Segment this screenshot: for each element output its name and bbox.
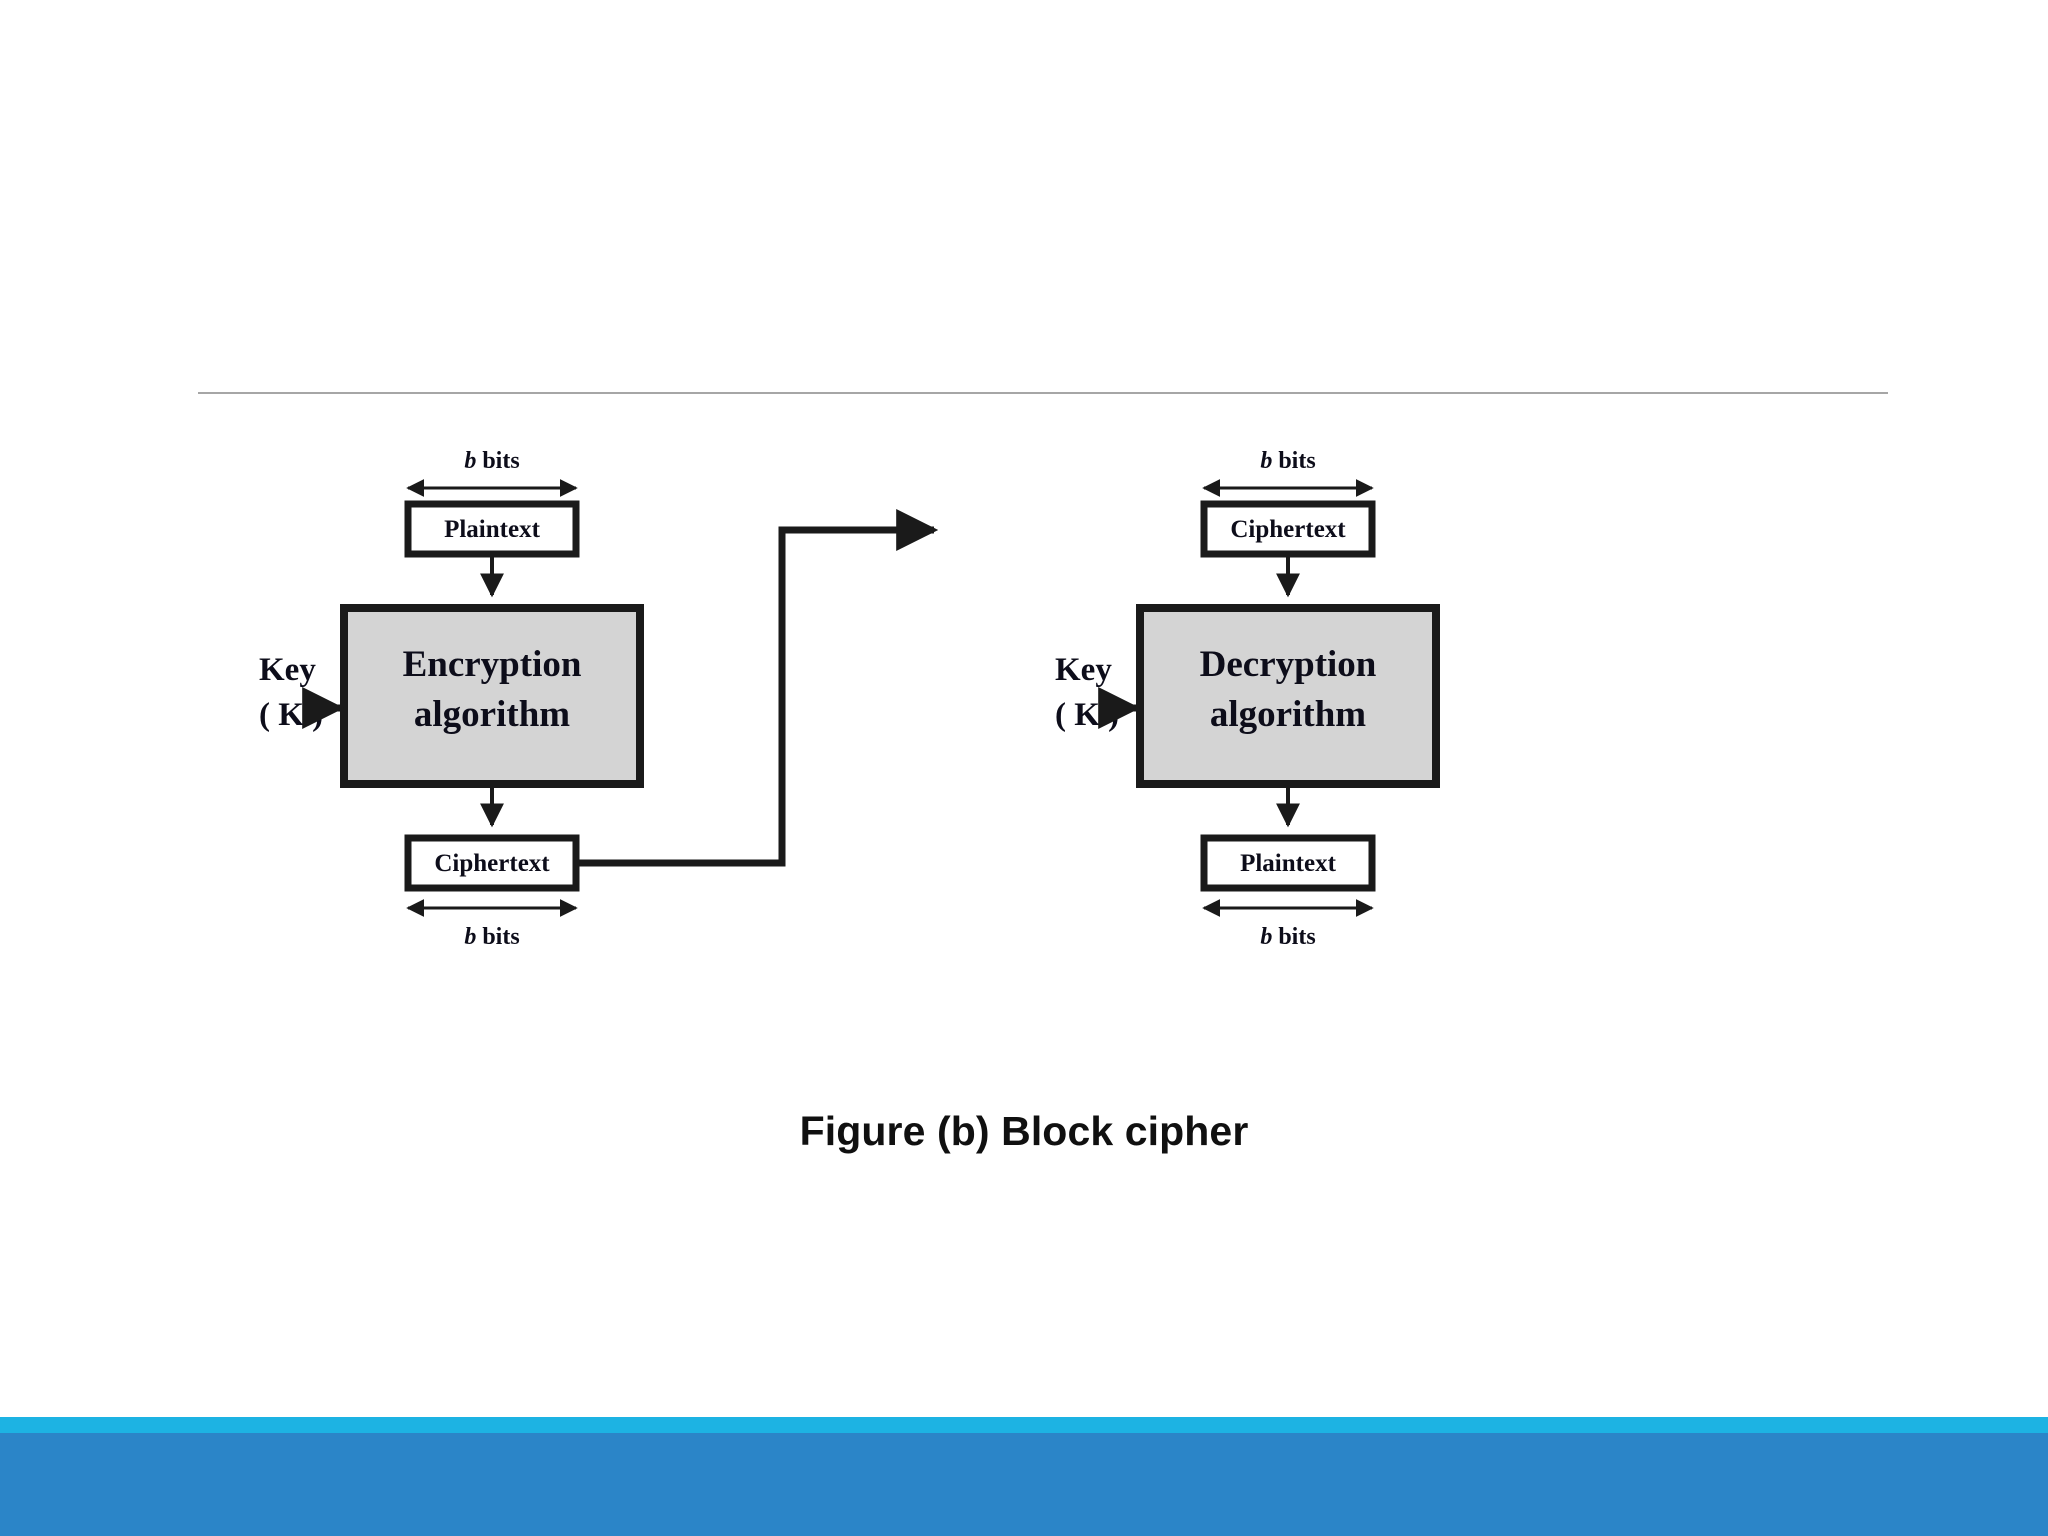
key-right-label-line1: Key [1055, 652, 1112, 688]
node-plaintext-in-label: Plaintext [444, 516, 540, 543]
footer-accent-bar-light [0, 1417, 2048, 1433]
bits-italic-b: b [464, 924, 476, 950]
bits-label-bottom-left: b bits [464, 924, 519, 950]
bits-italic-b: b [1260, 924, 1272, 950]
node-plaintext-out-box [1200, 834, 1376, 892]
title-divider-rule [198, 392, 1888, 394]
block-cipher-figure: b bits Plaintext Encryption algorithm Ke… [0, 440, 2048, 1060]
figure-caption: Figure (b) Block cipher [799, 1108, 1249, 1154]
node-decryption-label-line1: Decryption [1200, 644, 1377, 685]
edge-ciphertext-transmission [576, 509, 939, 867]
key-right-label-line2: ( K ) [1055, 697, 1119, 733]
block-cipher-diagram-svg: b bits Plaintext Encryption algorithm Ke… [259, 448, 1440, 950]
node-ciphertext-out-label: Ciphertext [434, 850, 550, 877]
key-left-label-line2: ( K ) [259, 697, 323, 733]
footer-accent-bar-dark [0, 1433, 2048, 1536]
bits-italic-b: b [1260, 448, 1272, 474]
node-encryption-label-line2: algorithm [414, 694, 570, 735]
key-left-label-line1: Key [259, 652, 316, 688]
bits-rest: bits [476, 448, 519, 474]
bits-rest: bits [476, 924, 519, 950]
node-ciphertext-in-label: Ciphertext [1230, 516, 1346, 543]
bits-label-top-right: b bits [1260, 448, 1315, 474]
node-decryption-label-line2: algorithm [1210, 694, 1366, 735]
bits-label-top-left: b bits [464, 448, 519, 474]
node-encryption-box [340, 604, 644, 788]
bits-italic-b: b [464, 448, 476, 474]
bits-label-bottom-right: b bits [1260, 924, 1315, 950]
node-plaintext-out-label: Plaintext [1240, 850, 1336, 877]
bits-rest: bits [1272, 924, 1315, 950]
node-encryption-label-line1: Encryption [403, 644, 582, 685]
bits-rest: bits [1272, 448, 1315, 474]
